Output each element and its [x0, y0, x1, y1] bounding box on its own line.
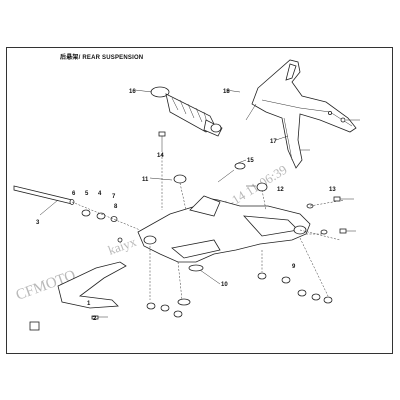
callout-12: 12	[277, 187, 284, 193]
callout-8: 8	[114, 204, 118, 210]
callout-16: 16	[129, 89, 136, 95]
swing-arm	[137, 195, 311, 263]
chain-slider	[57, 261, 127, 309]
callout-4: 4	[98, 191, 102, 197]
callout-5: 5	[85, 191, 89, 197]
bushings-washers	[81, 162, 333, 318]
callout-6: 6	[72, 191, 76, 197]
callout-10: 10	[221, 282, 228, 288]
callout-17: 17	[270, 139, 277, 145]
watermark-code: kaiyx	[106, 234, 139, 258]
callout-9: 9	[292, 264, 296, 270]
callout-3: 3	[36, 220, 40, 226]
callout-11: 11	[142, 177, 149, 183]
diagram-border	[6, 47, 393, 354]
callout-14: 14	[157, 153, 164, 159]
callout-7: 7	[112, 194, 116, 200]
callout-1: 1	[87, 301, 91, 307]
callout-leaders	[39, 89, 360, 318]
rear-shock-absorber	[150, 86, 223, 137]
callout-labels: 1 2 3 4 5 6 7 8 9 10 11 12 13 14 15 16 1…	[36, 89, 336, 322]
rear-fender-bracket	[251, 59, 357, 169]
bolt-14	[158, 131, 166, 150]
callout-15: 15	[247, 158, 254, 164]
pivot-shaft	[13, 185, 75, 205]
callout-2: 2	[93, 316, 97, 322]
callout-18: 18	[223, 89, 230, 95]
callout-13: 13	[329, 187, 336, 193]
bolts-12-13	[29, 196, 356, 331]
diagram-title: 后悬架/ REAR SUSPENSION	[60, 55, 144, 61]
